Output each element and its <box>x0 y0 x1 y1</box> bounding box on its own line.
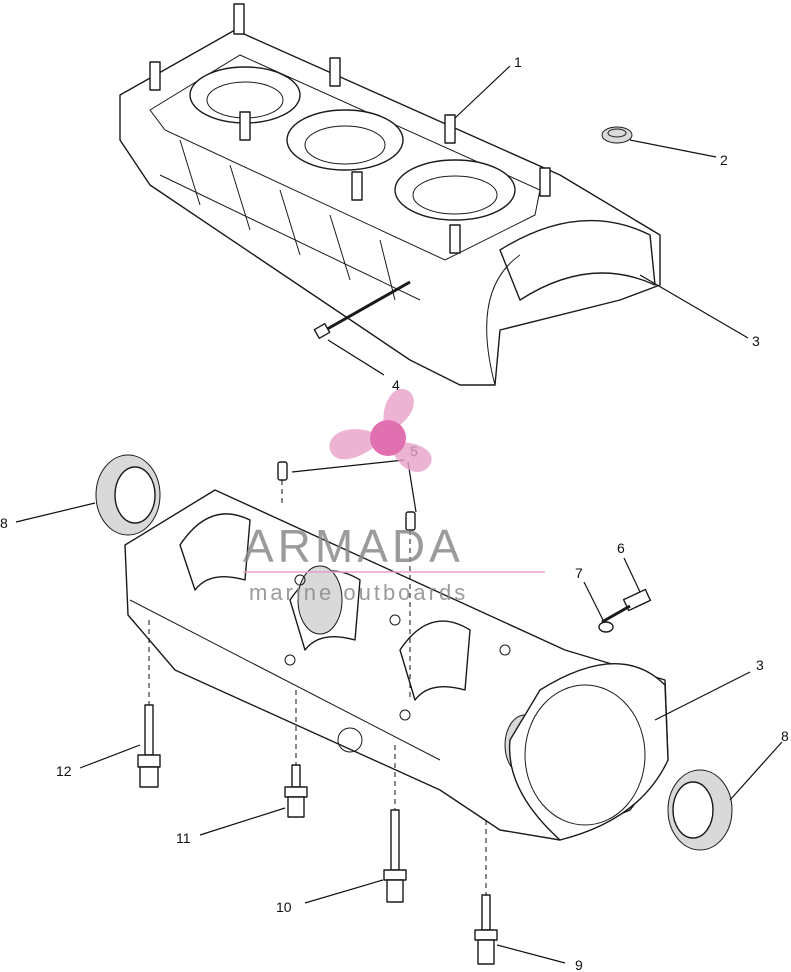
callout-3-lower: 3 <box>756 657 764 673</box>
part-9-bolt <box>474 894 498 965</box>
callout-11: 11 <box>176 830 191 846</box>
part-5-dowel-pins <box>277 461 416 531</box>
part-11-bolt <box>284 764 308 818</box>
lower-crankcase <box>124 489 669 841</box>
callout-2: 2 <box>720 152 728 168</box>
watermark-tagline: marine outboards <box>249 580 468 605</box>
leader-lines <box>15 65 783 964</box>
callout-12: 12 <box>56 763 72 779</box>
callout-6: 6 <box>617 540 625 556</box>
callout-9: 9 <box>575 957 583 972</box>
armada-watermark: ARMADA marine outboards <box>243 388 545 605</box>
callout-labels: 1 2 3 4 5 6 7 8 3 8 12 11 10 9 <box>0 54 789 972</box>
callout-8-left: 8 <box>0 515 8 531</box>
callout-4: 4 <box>392 377 400 393</box>
callout-3-upper: 3 <box>752 333 760 349</box>
watermark-brand: ARMADA <box>243 520 464 572</box>
callout-7: 7 <box>575 565 583 581</box>
part-6-screw <box>601 588 652 624</box>
callout-1: 1 <box>514 54 522 70</box>
part-10-bolt <box>383 809 407 903</box>
callout-8-right: 8 <box>781 728 789 744</box>
part-2-plug <box>601 126 633 144</box>
callout-10: 10 <box>276 899 292 915</box>
part-8-seal-left <box>95 454 161 536</box>
centre-lines <box>148 480 487 895</box>
part-7-washer <box>598 621 614 633</box>
part-4-bolt <box>313 280 411 340</box>
part-8-seal-right <box>667 769 733 851</box>
part-12-bolt <box>137 704 161 788</box>
upper-crankcase <box>119 3 661 386</box>
propeller-logo-icon <box>329 388 432 472</box>
